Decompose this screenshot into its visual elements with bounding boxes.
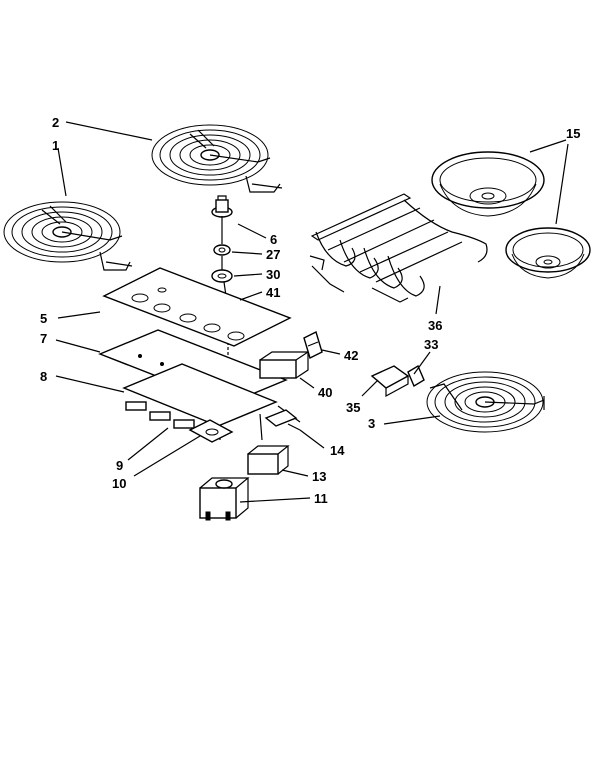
callout-11: 11 <box>314 491 328 506</box>
drip-bowl-large <box>431 151 545 217</box>
washer-30 <box>211 269 233 283</box>
callout-35: 35 <box>346 400 360 415</box>
block-13 <box>247 445 290 475</box>
callout-36: 36 <box>428 318 442 333</box>
callout-13: 13 <box>312 469 326 484</box>
drip-bowl-small <box>505 227 591 279</box>
surface-element-3 <box>426 371 545 433</box>
callout-10: 10 <box>112 476 126 491</box>
surface-element-1 <box>3 201 133 271</box>
stack-axis-line <box>221 216 227 297</box>
callout-30: 30 <box>266 267 280 282</box>
control-knob-6 <box>211 195 233 218</box>
infinite-switch-9 <box>188 419 234 443</box>
callout-33: 33 <box>424 337 438 352</box>
receptacle-35 <box>370 365 410 398</box>
callout-27: 27 <box>266 247 280 262</box>
callout-15: 15 <box>566 126 580 141</box>
callout-8: 8 <box>40 369 47 384</box>
callout-2: 2 <box>52 115 59 130</box>
callout-14: 14 <box>330 443 345 458</box>
clip-33 <box>407 364 425 388</box>
broil-element-36 <box>309 193 488 303</box>
callout-7: 7 <box>40 331 47 346</box>
terminal-block-40 <box>259 351 310 379</box>
control-panel-5 <box>102 267 292 347</box>
nut-27 <box>213 244 231 256</box>
callout-40: 40 <box>318 385 332 400</box>
callout-1: 1 <box>52 138 59 153</box>
callout-3: 3 <box>368 416 375 431</box>
callout-6: 6 <box>270 232 277 247</box>
callout-5: 5 <box>40 311 47 326</box>
callout-42: 42 <box>344 348 358 363</box>
bracket-14 <box>264 409 301 431</box>
switch-panel-8 <box>122 363 301 441</box>
callout-41: 41 <box>266 285 280 300</box>
callout-9: 9 <box>116 458 123 473</box>
bracket-42 <box>303 331 323 359</box>
surface-element-2 <box>151 124 283 193</box>
leader-lines <box>55 121 569 503</box>
switch-11 <box>199 477 250 521</box>
